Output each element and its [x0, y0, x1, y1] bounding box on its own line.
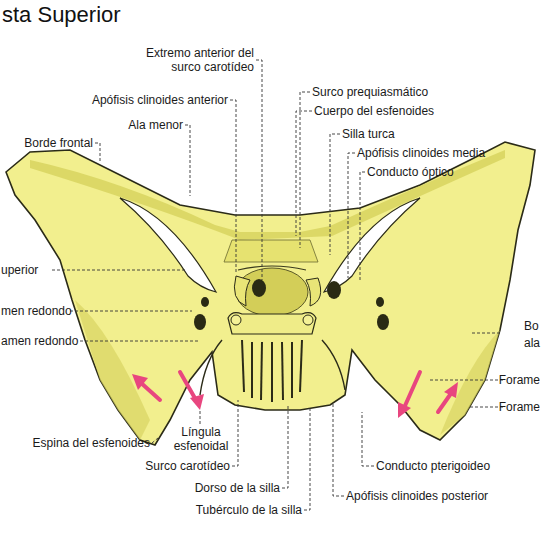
- part-label: Surco carotídeo: [145, 459, 230, 473]
- part-label: Língula esfenoidal: [168, 425, 234, 453]
- view-title: sta Superior: [2, 2, 121, 28]
- part-label: Surco prequiasmático: [312, 85, 428, 99]
- part-label: Bo: [524, 319, 539, 333]
- part-label: Apófisis clinoides anterior: [92, 93, 228, 107]
- part-label: Apófisis clinoides posterior: [346, 489, 488, 503]
- part-label: Conducto pterigoideo: [376, 459, 490, 473]
- part-label: Espina del esfenoides: [33, 436, 150, 450]
- part-label: Dorso de la silla: [195, 481, 280, 495]
- part-label: uperior: [1, 263, 38, 277]
- part-label: Borde frontal: [24, 136, 93, 150]
- part-label: Apófisis clinoides media: [357, 146, 485, 160]
- part-label: Forame: [499, 400, 540, 414]
- part-label: Forame: [499, 373, 540, 387]
- part-label: Tubérculo de la silla: [196, 503, 302, 517]
- part-label: Silla turca: [342, 127, 395, 141]
- part-label: Extremo anterior del surco carotídeo: [124, 46, 254, 74]
- part-label: Ala menor: [128, 118, 183, 132]
- part-label: Conducto óptico: [367, 165, 454, 179]
- part-label: amen redondo: [1, 334, 78, 348]
- part-label: Cuerpo del esfenoides: [314, 104, 434, 118]
- part-label: men redondo: [1, 304, 72, 318]
- part-label: ala: [524, 336, 540, 350]
